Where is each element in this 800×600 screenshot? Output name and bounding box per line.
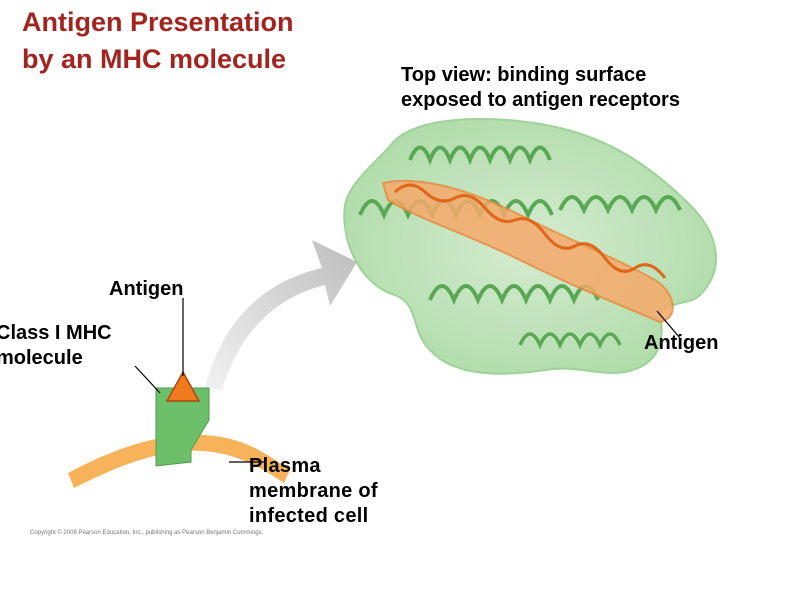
class-i-mhc-label: Class I MHC molecule xyxy=(0,322,112,369)
page-title: Antigen Presentation by an MHC molecule xyxy=(22,7,294,74)
antigen-label-right: Antigen xyxy=(644,332,719,354)
class-i-mhc-molecule xyxy=(155,387,210,467)
antigen-triangle xyxy=(165,370,201,402)
plasma-membrane xyxy=(68,434,290,488)
curved-arrow xyxy=(205,240,357,390)
copyright-notice: Copyright © 2008 Pearson Education, Inc.… xyxy=(30,530,264,536)
antigen-label-left: Antigen xyxy=(109,278,184,300)
plasma-membrane-label: Plasma membrane of infected cell xyxy=(249,455,378,527)
top-view-label: Top view: binding surface exposed to ant… xyxy=(401,64,680,111)
mhc-leader xyxy=(134,365,161,394)
antigen-leader-right xyxy=(656,310,681,339)
antigen-peptide xyxy=(381,179,674,324)
